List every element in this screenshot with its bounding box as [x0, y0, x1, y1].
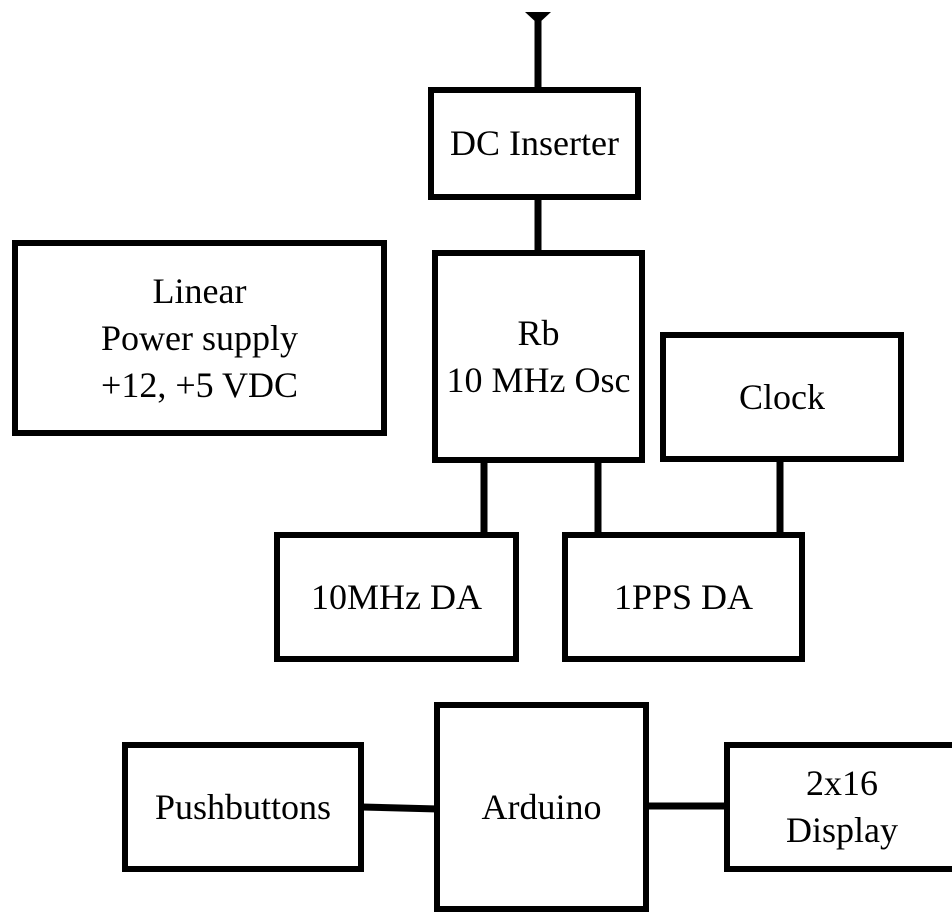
display-label-line-2: Display [786, 810, 898, 850]
dc-inserter-label: DC Inserter [450, 123, 619, 163]
clock-label: Clock [739, 376, 825, 417]
arduino-label: Arduino [481, 786, 602, 827]
power-supply-label-line-2: Power supply [101, 317, 298, 358]
dc-inserter-block: DC Inserter [428, 87, 641, 200]
rb-oscillator-block: Rb 10 MHz Osc [432, 250, 645, 463]
arduino-block: Arduino [434, 702, 649, 912]
power-supply-label-line-3: +12, +5 VDC [101, 364, 298, 405]
antenna-icon [525, 12, 551, 90]
clock-block: Clock [660, 332, 904, 462]
rb-oscillator-label-line-1: Rb [517, 312, 560, 353]
pushbuttons-label: Pushbuttons [154, 786, 332, 827]
display-label-line-1: 2x16 [806, 763, 878, 803]
pushbuttons-block: Pushbuttons [122, 742, 364, 872]
10mhz-da-block: 10MHz DA [274, 532, 519, 662]
power-supply-block: Linear Power supply +12, +5 VDC [12, 240, 387, 436]
1pps-da-label: 1PPS DA [613, 576, 754, 617]
rb-oscillator-label-line-2: 10 MHz Osc [446, 359, 631, 400]
power-supply-label-line-1: Linear [152, 270, 247, 311]
wire-pushbuttons-to-arduino [361, 803, 439, 813]
display-block: 2x16 Display [724, 742, 952, 872]
1pps-da-block: 1PPS DA [562, 532, 805, 662]
10mhz-da-label: 10MHz DA [311, 576, 482, 617]
